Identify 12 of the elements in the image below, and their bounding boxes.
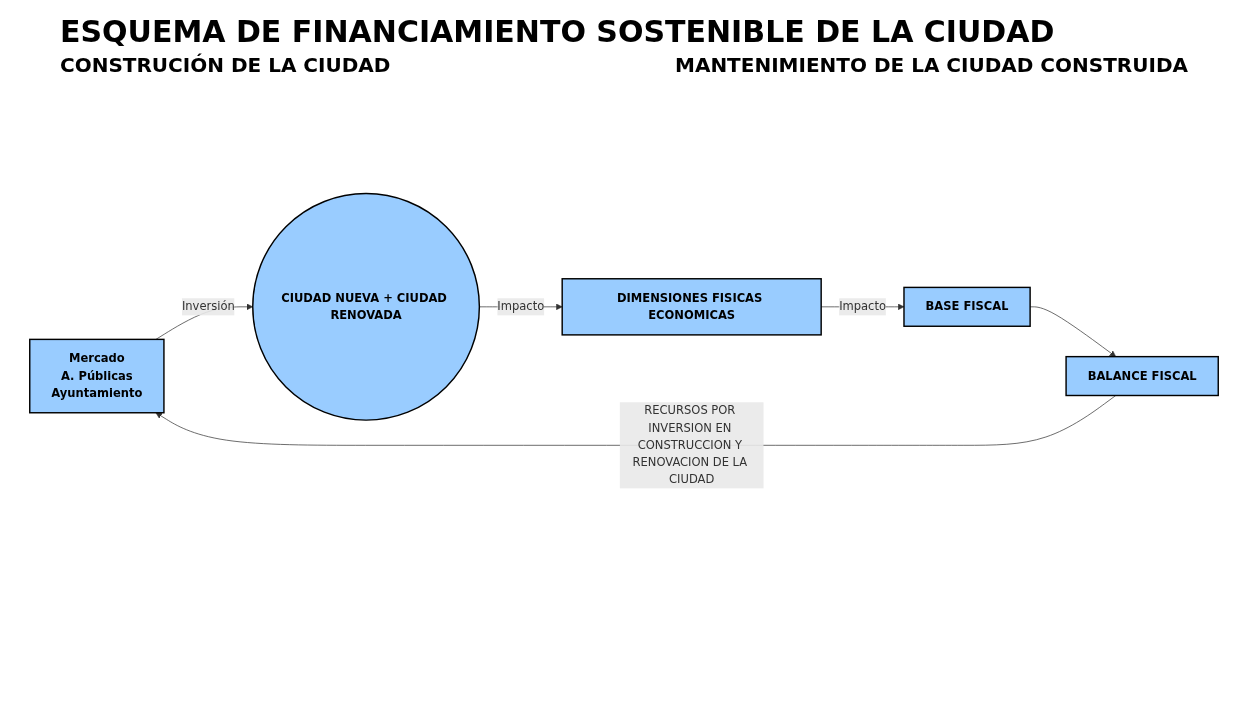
node-box: DIMENSIONES FISICAS ECONOMICAS — [561, 278, 822, 336]
node-box: Mercado A. Públicas Ayuntamiento — [29, 338, 165, 414]
edge-label: Inversión — [181, 299, 235, 314]
node-box: BASE FISCAL — [903, 286, 1031, 327]
node-circle: CIUDAD NUEVA + CIUDAD RENOVADA — [252, 192, 481, 421]
section-heading: MANTENIMIENTO DE LA CIUDAD CONSTRUIDA — [675, 53, 1188, 77]
edge-label: Impacto — [497, 299, 545, 314]
edge-label: RECURSOS POR INVERSION EN CONSTRUCCION Y RENOVACION DE LA CIUDAD — [632, 403, 748, 487]
node-box: BALANCE FISCAL — [1065, 355, 1219, 397]
section-heading: CONSTRUCIÓN DE LA CIUDAD — [60, 53, 391, 77]
diagram-title: ESQUEMA DE FINANCIAMIENTO SOSTENIBLE DE LA CIUDAD — [60, 14, 1056, 49]
edge-label: Impacto — [839, 299, 886, 314]
